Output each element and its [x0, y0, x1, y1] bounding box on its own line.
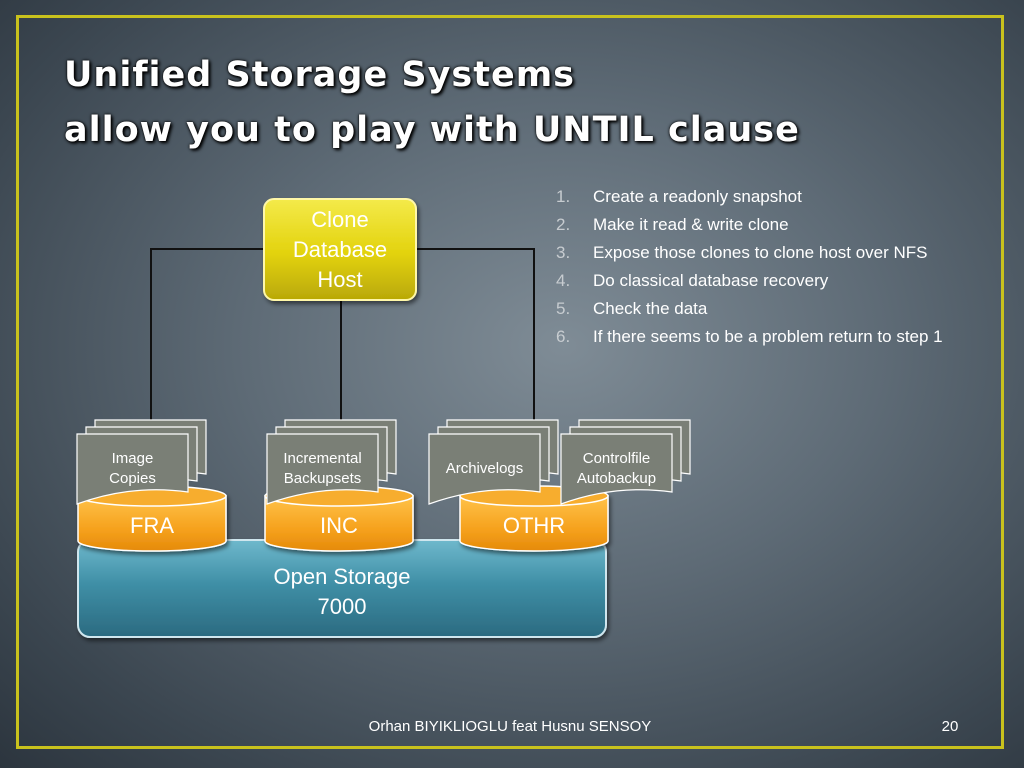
- disk-label-othr: OTHR: [502, 513, 566, 538]
- host-line-2: Database: [292, 237, 388, 262]
- step-number: 5.: [556, 299, 571, 318]
- step-text: Expose those clones to clone host over N…: [593, 243, 928, 262]
- card-line-1: Controlfile: [582, 450, 651, 467]
- step-text: Make it read & write clone: [593, 215, 789, 234]
- doc-stack-archivelogs: [428, 419, 559, 505]
- step-text: Do classical database recovery: [593, 271, 829, 290]
- step-text: Check the data: [593, 299, 708, 318]
- card-label-archivelogs: Archivelogs: [429, 459, 540, 479]
- step-item: 3. Expose those clones to clone host over…: [556, 241, 956, 264]
- slide-title: Unified Storage Systems allow you to pla…: [64, 48, 800, 158]
- card-label-controlfile-autobackup: Controlfile Autobackup: [561, 449, 672, 489]
- steps-list: 1. Create a readonly snapshot 2. Make it r…: [556, 185, 956, 353]
- host-line-1: Clone: [311, 207, 369, 232]
- card-line-1: Archivelogs: [445, 460, 524, 477]
- doc-stack-incremental-backupsets: [266, 419, 397, 505]
- host-line-3: Host: [317, 267, 363, 292]
- step-item: 1. Create a readonly snapshot: [556, 185, 956, 208]
- page-number: 20: [941, 718, 959, 735]
- storage-line-1: Open Storage: [273, 564, 411, 589]
- step-item: 4. Do classical database recovery: [556, 269, 956, 292]
- card-label-incremental-backupsets: Incremental Backupsets: [267, 449, 378, 489]
- step-number: 3.: [556, 243, 571, 262]
- slide-frame: [16, 15, 1004, 749]
- title-line-2: allow you to play with UNTIL clause: [64, 110, 800, 150]
- step-number: 1.: [556, 187, 571, 206]
- connector-lines: [150, 248, 535, 420]
- doc-stack-controlfile-autobackup: [560, 419, 691, 505]
- title-line-1: Unified Storage Systems: [64, 55, 576, 95]
- storage-line-2: 7000: [317, 594, 367, 619]
- card-line-2: Autobackup: [576, 470, 657, 487]
- clone-host-box: [263, 198, 417, 301]
- step-item: 2. Make it read & write clone: [556, 213, 956, 236]
- card-line-1: Image: [111, 450, 154, 467]
- footer-author: Orhan BIYIKLIOGLU feat Husnu SENSOY: [368, 718, 652, 735]
- card-label-image-copies: Image Copies: [77, 449, 188, 489]
- card-line-1: Incremental: [283, 450, 362, 467]
- step-item: 5. Check the data: [556, 297, 956, 320]
- doc-stack-image-copies: [76, 419, 207, 505]
- step-item: 6. If there seems to be a problem return …: [556, 325, 956, 348]
- disk-label-fra: FRA: [130, 513, 174, 538]
- disk-label-inc: INC: [320, 513, 358, 538]
- card-line-2: Copies: [109, 470, 156, 487]
- clone-host-label: Clone Database Host: [264, 205, 416, 295]
- card-line-2: Backupsets: [283, 470, 362, 487]
- step-number: 2.: [556, 215, 571, 234]
- step-text: If there seems to be a problem return to…: [593, 327, 943, 346]
- step-number: 6.: [556, 327, 571, 346]
- open-storage-label: Open Storage 7000: [80, 562, 604, 622]
- step-text: Create a readonly snapshot: [593, 187, 802, 206]
- step-number: 4.: [556, 271, 571, 290]
